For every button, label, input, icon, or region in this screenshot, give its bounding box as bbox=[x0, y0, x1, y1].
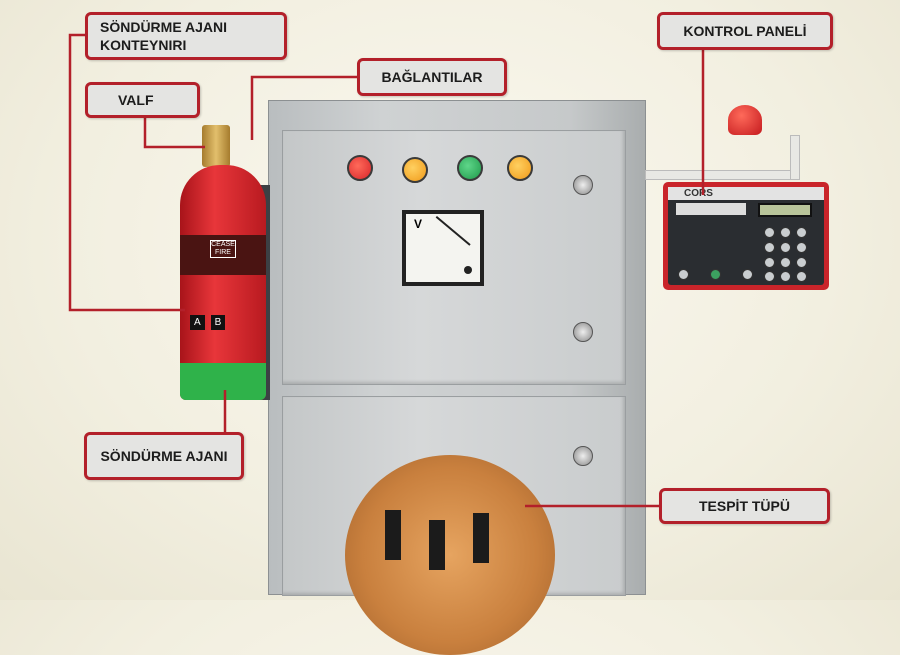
leader-valve bbox=[143, 116, 205, 149]
lcd-display bbox=[758, 203, 812, 217]
label-container-line2: KONTEYNIRI bbox=[100, 37, 187, 53]
alarm-beacon-icon bbox=[728, 105, 762, 135]
status-leds bbox=[676, 203, 746, 215]
label-valve-text: VALF bbox=[118, 92, 154, 108]
pipe bbox=[790, 135, 800, 180]
voltmeter: V bbox=[402, 210, 484, 286]
sensor-module bbox=[429, 520, 445, 570]
class-b-icon: B bbox=[210, 315, 226, 330]
door-lock bbox=[573, 175, 593, 195]
label-connections-text: BAĞLANTILAR bbox=[381, 69, 483, 85]
label-detection-tube: TESPİT TÜPÜ bbox=[659, 488, 830, 524]
green-indicator-lamp bbox=[457, 155, 483, 181]
leader-connections bbox=[250, 75, 360, 140]
needle-pivot bbox=[464, 266, 472, 274]
label-control-panel: KONTROL PANELİ bbox=[657, 12, 833, 50]
label-band: CEASE FIRE bbox=[180, 235, 266, 275]
label-connections: BAĞLANTILAR bbox=[357, 58, 507, 96]
door-lock bbox=[573, 446, 593, 466]
class-a-icon: A bbox=[190, 315, 205, 330]
label-container-line1: SÖNDÜRME AJANI bbox=[100, 19, 228, 35]
label-container: SÖNDÜRME AJANI KONTEYNIRI bbox=[85, 12, 287, 60]
red-indicator-lamp bbox=[347, 155, 373, 181]
label-agent: SÖNDÜRME AJANI bbox=[84, 432, 244, 480]
leader-container bbox=[68, 33, 185, 312]
extinguisher-cylinder: CEASE FIRE A B bbox=[180, 165, 266, 400]
door-lock bbox=[573, 322, 593, 342]
orange-indicator-lamp bbox=[402, 157, 428, 183]
orange-indicator-lamp bbox=[507, 155, 533, 181]
green-sleeve bbox=[180, 363, 266, 400]
sensor-module bbox=[473, 513, 489, 563]
fire-class-icons: A B bbox=[190, 315, 226, 330]
label-agent-text: SÖNDÜRME AJANI bbox=[100, 448, 228, 464]
voltmeter-unit: V bbox=[414, 217, 423, 231]
panel-brand: CORS bbox=[684, 188, 713, 199]
label-control-panel-text: KONTROL PANELİ bbox=[683, 23, 807, 39]
label-detection-tube-text: TESPİT TÜPÜ bbox=[698, 498, 790, 514]
leader-lines bbox=[68, 33, 705, 508]
valve-head bbox=[202, 125, 230, 167]
control-panel: CORS bbox=[663, 182, 829, 290]
extinguisher-brand: CEASE FIRE bbox=[210, 240, 236, 258]
label-valve: VALF bbox=[85, 82, 200, 118]
sensor-module bbox=[385, 510, 401, 560]
